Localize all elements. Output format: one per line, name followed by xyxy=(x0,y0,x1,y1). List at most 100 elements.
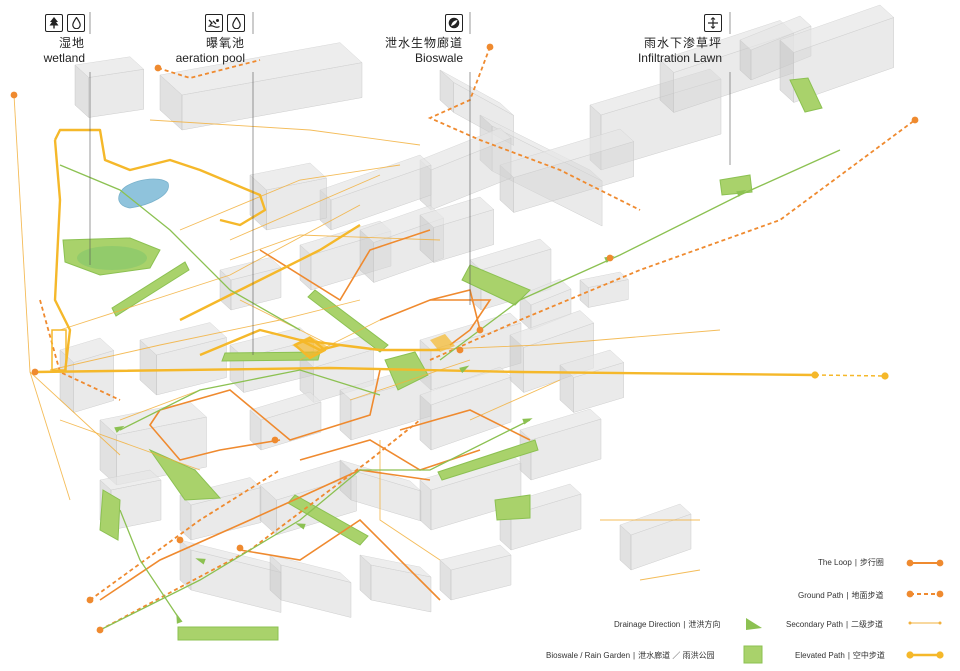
loop-node-dot xyxy=(456,346,464,354)
building-roof xyxy=(139,322,227,356)
secondary-path xyxy=(29,371,71,501)
building-roof xyxy=(359,554,432,578)
drainage-arrow-icon xyxy=(114,425,125,433)
drainage-line xyxy=(119,369,381,431)
wetland-boardwalk xyxy=(51,329,67,371)
drainage-arrow-icon xyxy=(176,613,183,624)
loop-path xyxy=(379,299,492,346)
legend-separator: | xyxy=(683,620,686,629)
ground-path xyxy=(89,469,281,601)
aeration-label-zh: 曝氧池 xyxy=(205,36,245,50)
wetland-label-en: wetland xyxy=(43,51,85,65)
secondary-path xyxy=(469,379,561,421)
secondary-path xyxy=(59,419,201,471)
loop-node-dot xyxy=(476,326,484,334)
building xyxy=(559,349,625,413)
building-front xyxy=(88,69,144,118)
elevated-path-extension xyxy=(814,374,886,377)
callout-aeration-pool: 曝氧池 aeration pool xyxy=(160,14,245,66)
loop-path xyxy=(99,469,431,601)
legend-ground-dot xyxy=(936,590,944,598)
bioswale-strip xyxy=(461,264,531,306)
building-roof xyxy=(419,196,495,228)
building-roof xyxy=(519,408,602,441)
building xyxy=(249,391,322,451)
leaf-icon xyxy=(445,14,463,32)
secondary-path xyxy=(29,371,121,456)
buildings-layer xyxy=(59,4,895,618)
bioswale-strip xyxy=(437,439,539,481)
legend-drainage-direction: Drainage Direction | 泄洪方向 xyxy=(614,619,720,630)
building-roof xyxy=(469,238,552,271)
legend-ground-en: Ground Path xyxy=(798,591,844,600)
drainage-arrow-icon xyxy=(195,558,206,565)
building-roof xyxy=(249,391,322,421)
infiltration-lawn xyxy=(719,174,753,196)
legend-ground-dot xyxy=(906,590,914,598)
secondary-path xyxy=(179,164,401,231)
building-roof xyxy=(59,337,115,363)
building xyxy=(779,4,895,103)
legend-secondary-zh: 二级步道 xyxy=(851,620,884,629)
rain-garden xyxy=(494,494,531,521)
legend-bioswale-zh: 泄水廊道 ／ 雨洪公园 xyxy=(638,651,715,660)
legend-secondary-path: Secondary Path | 二级步道 xyxy=(786,619,883,630)
callout-wetland: 湿地 wetland xyxy=(30,14,85,66)
water-drop-icon xyxy=(67,14,85,32)
legend-drainage-arrow-icon xyxy=(746,618,762,630)
legend-elevated-path: Elevated Path | 空中步道 xyxy=(795,650,885,661)
legend-separator: | xyxy=(854,558,857,567)
building-roof xyxy=(739,15,812,51)
building xyxy=(419,366,512,451)
building xyxy=(139,322,227,396)
building-roof xyxy=(269,554,352,583)
building-roof xyxy=(439,69,514,116)
wetland-label-zh: 湿地 xyxy=(58,36,85,50)
elevated-path xyxy=(53,139,72,373)
legend-secondary-en: Secondary Path xyxy=(786,620,843,629)
ground-path xyxy=(429,119,916,361)
loop-node-dot xyxy=(236,544,244,552)
bioswale-strip xyxy=(221,351,321,362)
loop-node-dot xyxy=(96,626,104,634)
legend-the-loop: The Loop | 步行圈 xyxy=(818,557,884,568)
legend-loop-zh: 步行圈 xyxy=(859,558,884,567)
loop-node-dot xyxy=(911,116,919,124)
drainage-line xyxy=(119,509,181,621)
drainage-arrow-icon xyxy=(736,189,747,197)
loop-node-dot xyxy=(606,254,614,262)
legend-separator: | xyxy=(847,651,850,660)
drainage-arrow-icon xyxy=(295,523,306,530)
building xyxy=(419,127,512,211)
building-roof xyxy=(99,469,162,491)
loop-path xyxy=(239,518,441,601)
loop-node-dot xyxy=(154,64,162,72)
ground-path xyxy=(39,299,121,401)
drainage-line xyxy=(99,419,531,631)
water-drop-icon xyxy=(227,14,245,32)
legend-ground-zh: 地面步道 xyxy=(851,591,884,600)
legend-elevated-dot xyxy=(936,651,944,659)
secondary-path xyxy=(59,204,361,331)
legend-separator: | xyxy=(633,651,636,660)
building-roof xyxy=(419,366,512,406)
building xyxy=(519,278,572,331)
building-roof xyxy=(439,544,512,571)
legend-loop-dot xyxy=(906,559,914,567)
legend-separator: | xyxy=(846,591,849,600)
legend-loop-dot xyxy=(936,559,944,567)
loop-node-dot xyxy=(31,368,39,376)
legend-ground-path: Ground Path | 地面步道 xyxy=(798,590,883,601)
building xyxy=(509,310,595,393)
building xyxy=(519,408,602,481)
loop-path xyxy=(259,229,431,302)
building-roof xyxy=(619,503,692,536)
secondary-path xyxy=(119,389,201,421)
secondary-path xyxy=(639,569,701,581)
loop-node-dot xyxy=(486,43,494,51)
building-roof xyxy=(74,56,145,78)
elevated-path xyxy=(179,223,361,322)
building-roof xyxy=(219,257,282,281)
elevated-path xyxy=(34,366,816,377)
bioswale-label-zh: 泄水生物廊道 xyxy=(384,36,463,50)
